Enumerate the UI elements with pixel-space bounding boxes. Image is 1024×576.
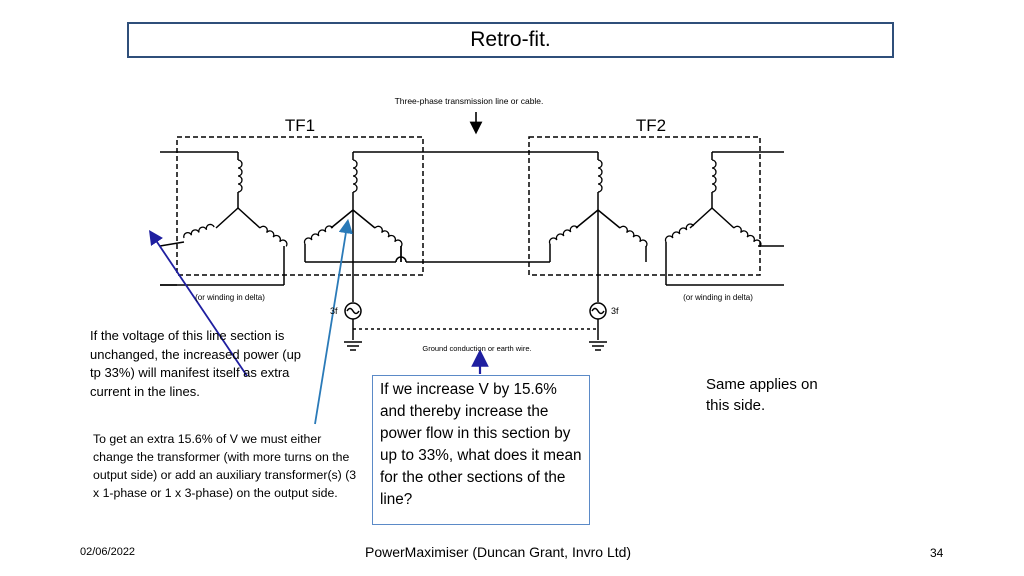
ground-symbol-left xyxy=(344,341,362,351)
same-applies-note: Same applies on this side. xyxy=(706,376,818,414)
voltage-note-arrow xyxy=(148,230,248,377)
delta-label-right: (or winding in delta) xyxy=(683,293,753,302)
voltage-note: If the voltage of this line section is u… xyxy=(90,328,302,399)
extra-v-note: To get an extra 15.6% of V we must eithe… xyxy=(93,432,357,500)
tf1-label: TF1 xyxy=(285,116,315,135)
slide-title: Retro-fit. xyxy=(127,22,894,58)
extra-v-note-arrow xyxy=(314,218,353,425)
ground-label: Ground conduction or earth wire. xyxy=(422,344,531,353)
tf1-box xyxy=(176,136,424,276)
star-winding-right xyxy=(663,151,784,286)
tf2-box xyxy=(528,136,761,276)
page-number: 34 xyxy=(930,546,944,560)
star-winding-left xyxy=(159,151,290,286)
star-winding-tf2-input xyxy=(547,152,650,302)
source-label-right: 3f xyxy=(611,306,619,316)
question-callout: If we increase V by 15.6% and thereby in… xyxy=(372,375,590,525)
delta-label-left: (or winding in delta) xyxy=(195,293,265,302)
slide-footer: PowerMaximiser (Duncan Grant, Invro Ltd) xyxy=(365,544,632,560)
star-winding-tf1-output xyxy=(302,152,405,302)
ground-symbol-right xyxy=(589,341,607,351)
tf2-label: TF2 xyxy=(636,116,666,135)
slide-date: 02/06/2022 xyxy=(80,546,136,558)
source-label-left: 3f xyxy=(330,306,338,316)
line-label: Three-phase transmission line or cable. xyxy=(395,96,544,106)
